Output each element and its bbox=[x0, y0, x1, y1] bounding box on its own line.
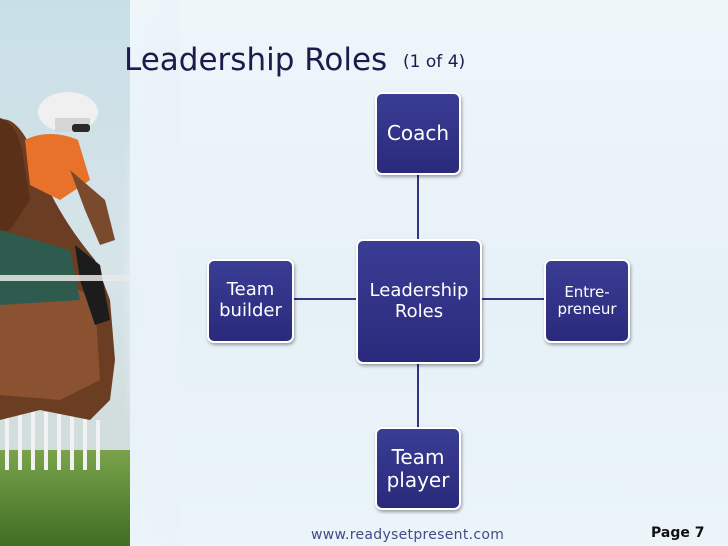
slide-title-text: Leadership Roles bbox=[124, 42, 388, 78]
node-leadership-roles-label: Leadership Roles bbox=[369, 279, 469, 322]
node-entrepreneur: Entre- preneur bbox=[544, 259, 630, 343]
node-team-builder-label: Team builder bbox=[219, 279, 282, 321]
connector-bottom bbox=[417, 362, 419, 430]
connector-right bbox=[480, 298, 546, 300]
node-entrepreneur-label: Entre- preneur bbox=[557, 282, 617, 318]
node-team-player-label: Team player bbox=[386, 444, 450, 492]
page-number: Page 7 bbox=[651, 525, 705, 541]
footer-url: www.readysetpresent.com bbox=[311, 527, 505, 543]
node-team-player: Team player bbox=[375, 427, 461, 510]
slide-title: Leadership Roles (1 of 4) bbox=[124, 42, 465, 78]
connector-left bbox=[292, 298, 358, 300]
photo-fade-overlay bbox=[70, 0, 180, 546]
slide-title-suffix: (1 of 4) bbox=[403, 52, 466, 72]
node-team-builder: Team builder bbox=[207, 259, 294, 343]
node-coach: Coach bbox=[375, 92, 461, 175]
node-coach-label: Coach bbox=[386, 121, 450, 145]
connector-top bbox=[417, 173, 419, 241]
node-leadership-roles: Leadership Roles bbox=[356, 239, 482, 364]
